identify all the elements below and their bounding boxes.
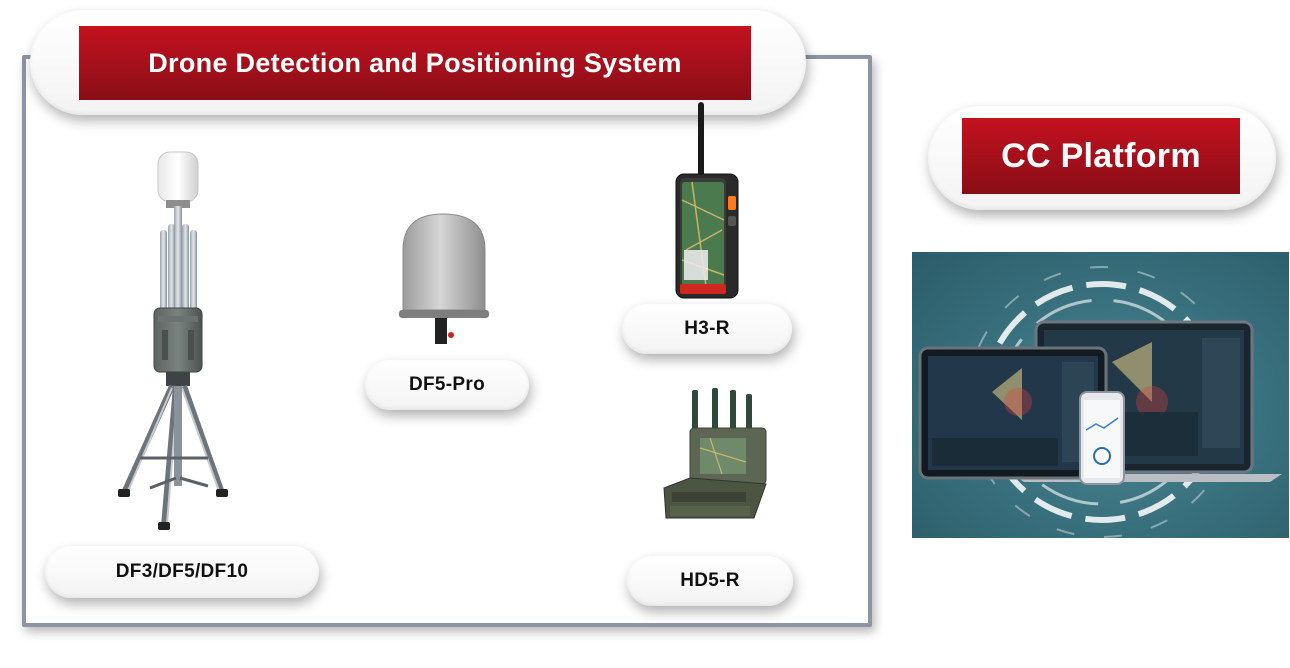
df5-pro-dome-device-image (399, 213, 489, 344)
hd5-r-case-device-image (663, 388, 767, 519)
platform-title: CC Platform (962, 118, 1240, 194)
device-label-df5-pro: DF5-Pro (365, 360, 529, 410)
platform-devices-illustration (918, 266, 1282, 538)
device-label-df3-df5-df10: DF3/DF5/DF10 (45, 546, 319, 598)
cc-platform-image (912, 252, 1289, 538)
device-label-hd5-r: HD5-R (627, 556, 793, 606)
system-title: Drone Detection and Positioning System (79, 26, 751, 100)
device-label-h3-r: H3-R (622, 304, 792, 354)
h3-r-handheld-device-image (675, 102, 739, 299)
df3-tripod-device-image (118, 151, 228, 530)
